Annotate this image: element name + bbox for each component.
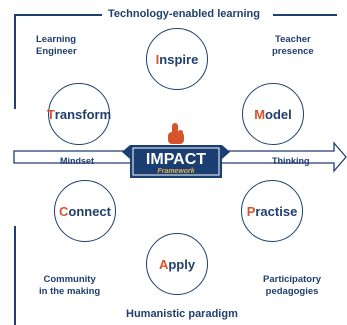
circle-inspire-rest: nspire xyxy=(159,51,199,67)
frame-left-lower-line xyxy=(14,226,16,325)
corner-label-top-right: Teacher presence xyxy=(272,34,314,57)
badge-subtitle: Framework xyxy=(157,168,195,175)
corner-label-bottom-right: Participatory pedagogies xyxy=(263,274,322,297)
circle-transform-initial: T xyxy=(46,106,55,122)
circle-connect-initial: C xyxy=(58,203,69,219)
frame-title-top: Technology-enabled learning xyxy=(102,8,266,20)
circle-transform-rest: ransform xyxy=(54,106,112,122)
circle-model-rest: odel xyxy=(265,106,292,122)
arrow-label-thinking: Thinking xyxy=(272,156,310,166)
frame-top-left-line xyxy=(14,14,104,16)
badge-body xyxy=(122,145,230,178)
frame-top-right-line xyxy=(273,14,337,16)
circle-inspire-initial: I xyxy=(155,51,160,67)
badge-outline xyxy=(132,147,220,176)
circle-practise-rest: ractise xyxy=(255,203,298,219)
corner-label-bottom-left: Community in the making xyxy=(39,274,101,297)
corner-label-top-left: Learning Engineer xyxy=(36,34,77,57)
circle-apply-initial: A xyxy=(158,256,169,272)
circle-apply-rest: pply xyxy=(168,256,196,272)
frame-title-bottom: Humanistic paradigm xyxy=(120,308,244,320)
impact-badge: IMPACT Framework xyxy=(122,123,230,178)
circle-connect-rest: onnect xyxy=(68,203,111,219)
hand-pointer-icon xyxy=(168,123,184,144)
frame-left-upper-line xyxy=(14,14,16,109)
circle-practise-initial: P xyxy=(246,203,256,219)
arrow-label-mindset: Mindset xyxy=(60,156,95,166)
circle-model-initial: M xyxy=(254,106,266,122)
badge-title: IMPACT xyxy=(146,151,206,168)
